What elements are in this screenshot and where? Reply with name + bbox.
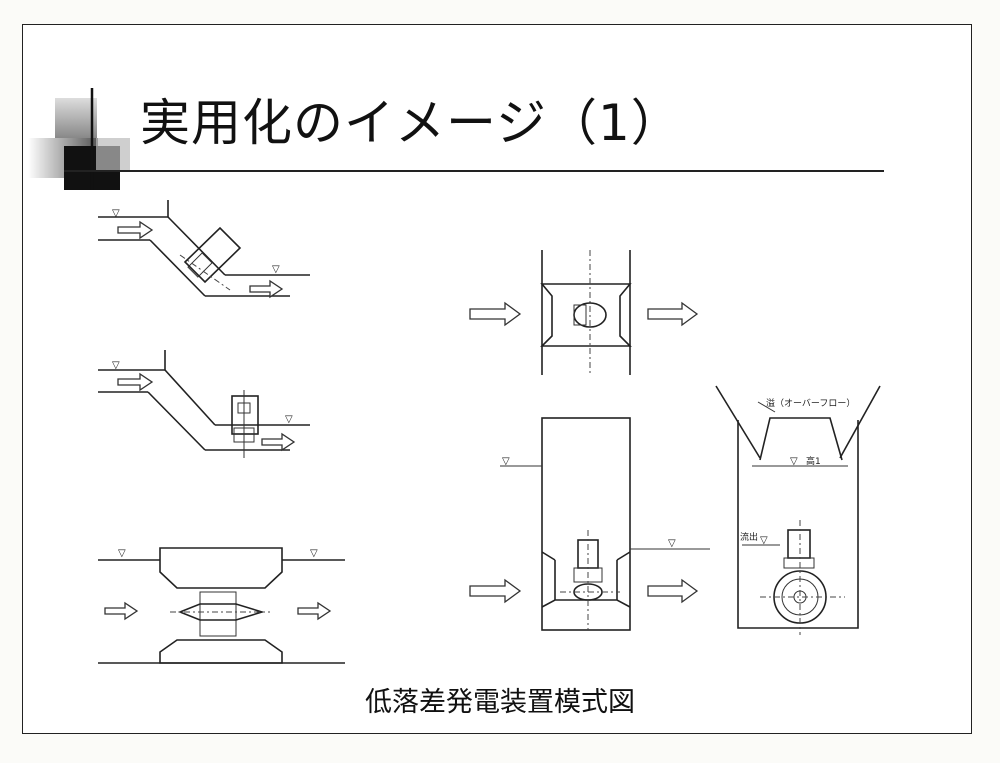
slide-frame bbox=[22, 24, 972, 734]
overflow-side-view-diagram: ▽ 高1 溢（オーバーフロー） 流出 ▽ bbox=[715, 385, 881, 635]
svg-text:▽: ▽ bbox=[760, 535, 768, 546]
water-level-label: 流出 bbox=[740, 531, 758, 543]
svg-text:▽: ▽ bbox=[790, 456, 798, 467]
vertical-unit-channel-diagram: ▽ ▽ bbox=[98, 350, 310, 458]
svg-text:▽: ▽ bbox=[112, 360, 120, 371]
slide-title: 実用化のイメージ（1） bbox=[140, 94, 682, 152]
horizontal-bulb-unit-diagram: ▽ ▽ bbox=[98, 547, 345, 664]
svg-text:▽: ▽ bbox=[285, 414, 293, 425]
inclined-channel-diagram: ▽ ▽ bbox=[98, 200, 310, 299]
section-view-diagram: ▽ ▽ bbox=[469, 417, 710, 631]
plan-view-diagram bbox=[469, 250, 699, 375]
svg-text:▽: ▽ bbox=[272, 264, 280, 275]
svg-text:▽: ▽ bbox=[668, 538, 676, 549]
title-underline bbox=[64, 170, 884, 172]
svg-text:▽: ▽ bbox=[310, 548, 318, 559]
svg-text:高1: 高1 bbox=[806, 455, 821, 467]
overflow-note: 溢（オーバーフロー） bbox=[766, 397, 855, 409]
svg-text:▽: ▽ bbox=[118, 548, 126, 559]
svg-text:▽: ▽ bbox=[502, 456, 510, 467]
svg-text:▽: ▽ bbox=[112, 208, 120, 219]
diagram-caption: 低落差発電装置模式図 bbox=[365, 687, 635, 718]
